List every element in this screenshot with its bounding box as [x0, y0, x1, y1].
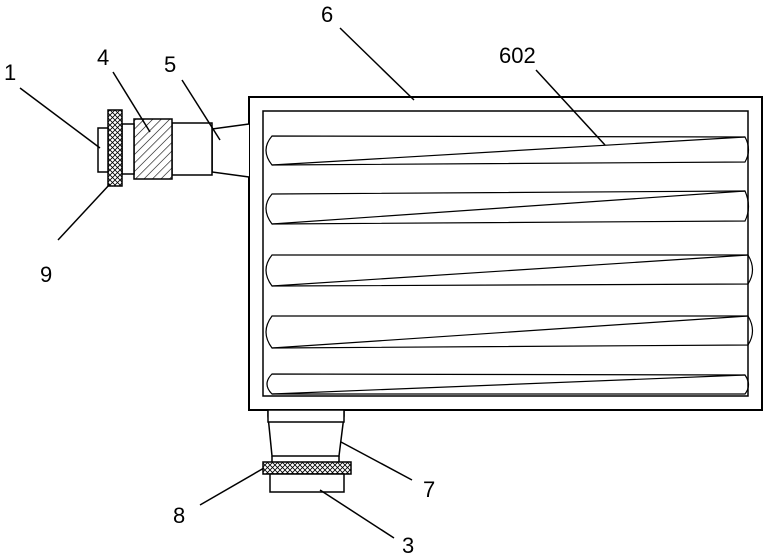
label-3: 3 [402, 533, 414, 558]
leader-1 [20, 88, 100, 148]
label-9: 9 [40, 262, 52, 287]
fitting-collar [122, 124, 134, 174]
label-4: 4 [97, 45, 109, 70]
label-602: 602 [499, 43, 536, 68]
leader-9 [58, 184, 110, 240]
outlet-gasket [263, 462, 351, 474]
inlet-pipe-stub [98, 128, 108, 172]
outlet-pipe [270, 474, 344, 492]
label-6: 6 [321, 2, 333, 27]
leader-602 [536, 70, 605, 145]
tank-outer-wall [249, 97, 762, 410]
flange-gasket [108, 110, 122, 186]
leader-8 [200, 468, 264, 505]
fitting-body-hatched [134, 119, 172, 179]
outlet-nozzle-top [268, 410, 344, 422]
leader-3 [320, 490, 394, 538]
fitting-ring [172, 123, 212, 175]
label-5: 5 [164, 52, 176, 77]
leader-6 [340, 28, 414, 100]
inlet-nozzle [212, 124, 249, 177]
tank-inner-wall [263, 111, 748, 396]
label-8: 8 [173, 503, 185, 528]
heat-exchange-coil [266, 136, 753, 394]
label-7: 7 [423, 477, 435, 502]
label-1: 1 [4, 60, 16, 85]
